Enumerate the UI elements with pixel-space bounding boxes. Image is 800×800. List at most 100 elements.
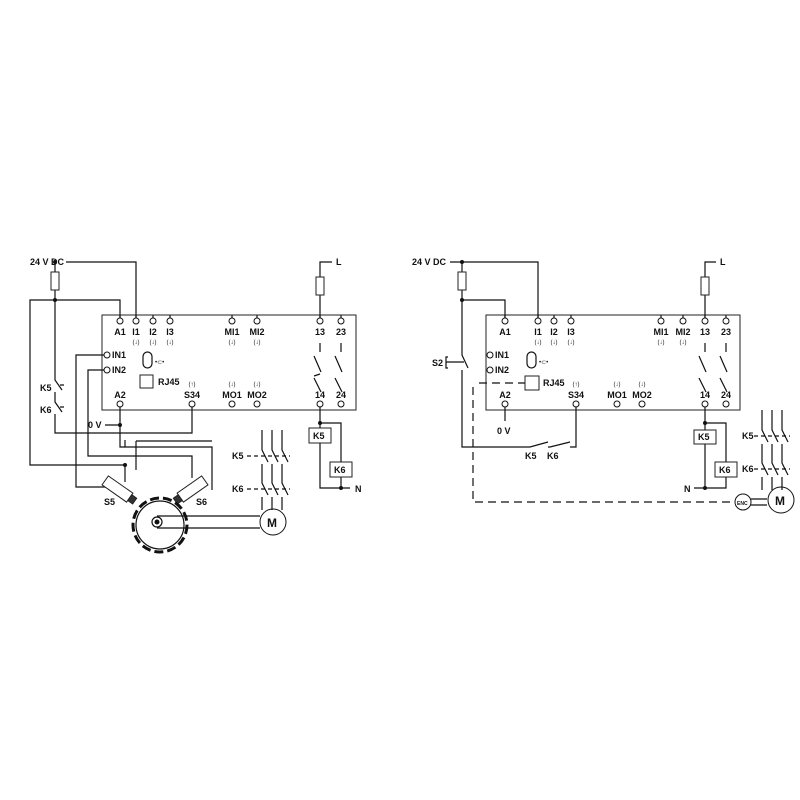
terminal-top (701, 317, 709, 325)
zero-volt-wire (105, 407, 213, 490)
encoder-cable (472, 382, 735, 503)
terminal-top (149, 317, 157, 325)
terminal-top-direction: (↓) (551, 340, 558, 346)
supply-label: 24 V DC (412, 257, 447, 267)
terminal-top (228, 317, 236, 325)
motor-icon (767, 486, 795, 514)
terminal-top (253, 317, 261, 325)
terminal-bottom-direction: (↓) (639, 382, 646, 388)
usb-port-icon (142, 351, 153, 369)
in1-label: IN1 (495, 350, 509, 360)
terminal-bottom (638, 400, 646, 408)
feedback-k6-label: K6 (547, 451, 559, 461)
in2-label: IN2 (112, 365, 126, 375)
terminal-top-label: 13 (700, 327, 710, 337)
in2-terminal (103, 366, 111, 374)
terminal-bottom (613, 400, 621, 408)
terminal-bottom (701, 400, 709, 408)
terminal-bottom-direction: (↓) (254, 382, 261, 388)
terminal-bottom-label: S34 (184, 390, 200, 400)
fuse-icon (700, 276, 710, 296)
sensor-s5-label: S5 (104, 497, 115, 507)
terminal-bottom-direction: (↑) (189, 382, 196, 388)
motor-icon (259, 508, 287, 536)
contactor-k6-label: K6 (742, 464, 754, 474)
zero-volt-label: 0 V (497, 426, 511, 436)
motor-label: M (775, 494, 785, 508)
terminal-bottom-label: 14 (700, 390, 710, 400)
supply-wire (450, 261, 539, 318)
terminal-bottom (572, 400, 580, 408)
pulley-icon (151, 516, 163, 528)
a1-wire (461, 262, 506, 318)
s5-supply-wire (29, 299, 126, 482)
terminal-top (679, 317, 687, 325)
s2-pushbutton-icon (445, 356, 464, 369)
supply-wire (66, 261, 137, 318)
rj45-port (524, 375, 540, 391)
fuse-icon (315, 276, 325, 296)
terminal-bottom-label: MO2 (632, 390, 652, 400)
safety-relay-module (101, 314, 357, 411)
line-label: L (720, 257, 726, 267)
terminal-top-label: I1 (534, 327, 542, 337)
feedback-k5-label: K5 (40, 383, 52, 393)
terminal-bottom (228, 400, 236, 408)
in1-terminal (103, 351, 111, 359)
fuse-icon (457, 271, 467, 291)
terminal-top-label: 13 (315, 327, 325, 337)
neutral-label: N (684, 484, 691, 494)
contactor-poles (261, 430, 289, 510)
contactor-k5-label: K5 (742, 431, 754, 441)
terminal-bottom-label: MO1 (607, 390, 627, 400)
terminal-bottom-label: 14 (315, 390, 325, 400)
in1-terminal (486, 351, 494, 359)
terminal-top (567, 317, 575, 325)
terminal-top (116, 317, 124, 325)
motor-shaft (751, 498, 767, 506)
terminal-top (337, 317, 345, 325)
contactor-poles (761, 410, 789, 490)
right-diagram: 24 V DC S2 K5 K6 IN1 IN2 •⊂• RJ45 0 V EN… (412, 257, 795, 514)
terminal-top-direction: (↓) (150, 340, 157, 346)
usb-symbol-icon: •⊂• (155, 360, 164, 366)
in1-wire (75, 354, 112, 488)
terminal-bottom (316, 400, 324, 408)
in2-terminal (486, 366, 494, 374)
terminal-top-direction: (↓) (568, 340, 575, 346)
sensor-s5-icon (101, 475, 138, 505)
terminal-bottom-label: A2 (114, 390, 126, 400)
terminal-top-direction: (↓) (133, 340, 140, 346)
gear-body (135, 500, 185, 550)
neutral-label: N (355, 484, 362, 494)
relay-k5-coil (308, 427, 332, 444)
terminal-top-label: I1 (132, 327, 140, 337)
output-contacts (698, 343, 728, 393)
contactor-k5-label: K5 (232, 451, 244, 461)
junction (123, 463, 127, 467)
feedback-k5-label: K5 (525, 451, 537, 461)
terminal-top-label: MI1 (224, 327, 239, 337)
line-wire (319, 261, 332, 318)
start-circuit-wire (461, 300, 577, 448)
in1-label: IN1 (112, 350, 126, 360)
terminal-top-label: I3 (166, 327, 174, 337)
in2-wire (87, 369, 193, 478)
line-label: L (336, 257, 342, 267)
relay-coil-wire (319, 407, 350, 489)
terminal-top-label: A1 (114, 327, 126, 337)
supply-label: 24 V DC (30, 257, 65, 267)
terminal-top-label: MI2 (249, 327, 264, 337)
rj45-port (139, 374, 154, 389)
terminal-top-label: 23 (336, 327, 346, 337)
terminal-top (166, 317, 174, 325)
terminal-top-direction: (↓) (229, 340, 236, 346)
terminal-top-label: I2 (149, 327, 157, 337)
terminal-bottom-label: A2 (499, 390, 511, 400)
terminal-bottom (337, 400, 345, 408)
terminal-top-label: MI2 (675, 327, 690, 337)
sensor-s6-label: S6 (196, 497, 207, 507)
terminal-bottom (253, 400, 261, 408)
a1-wire (54, 262, 121, 318)
